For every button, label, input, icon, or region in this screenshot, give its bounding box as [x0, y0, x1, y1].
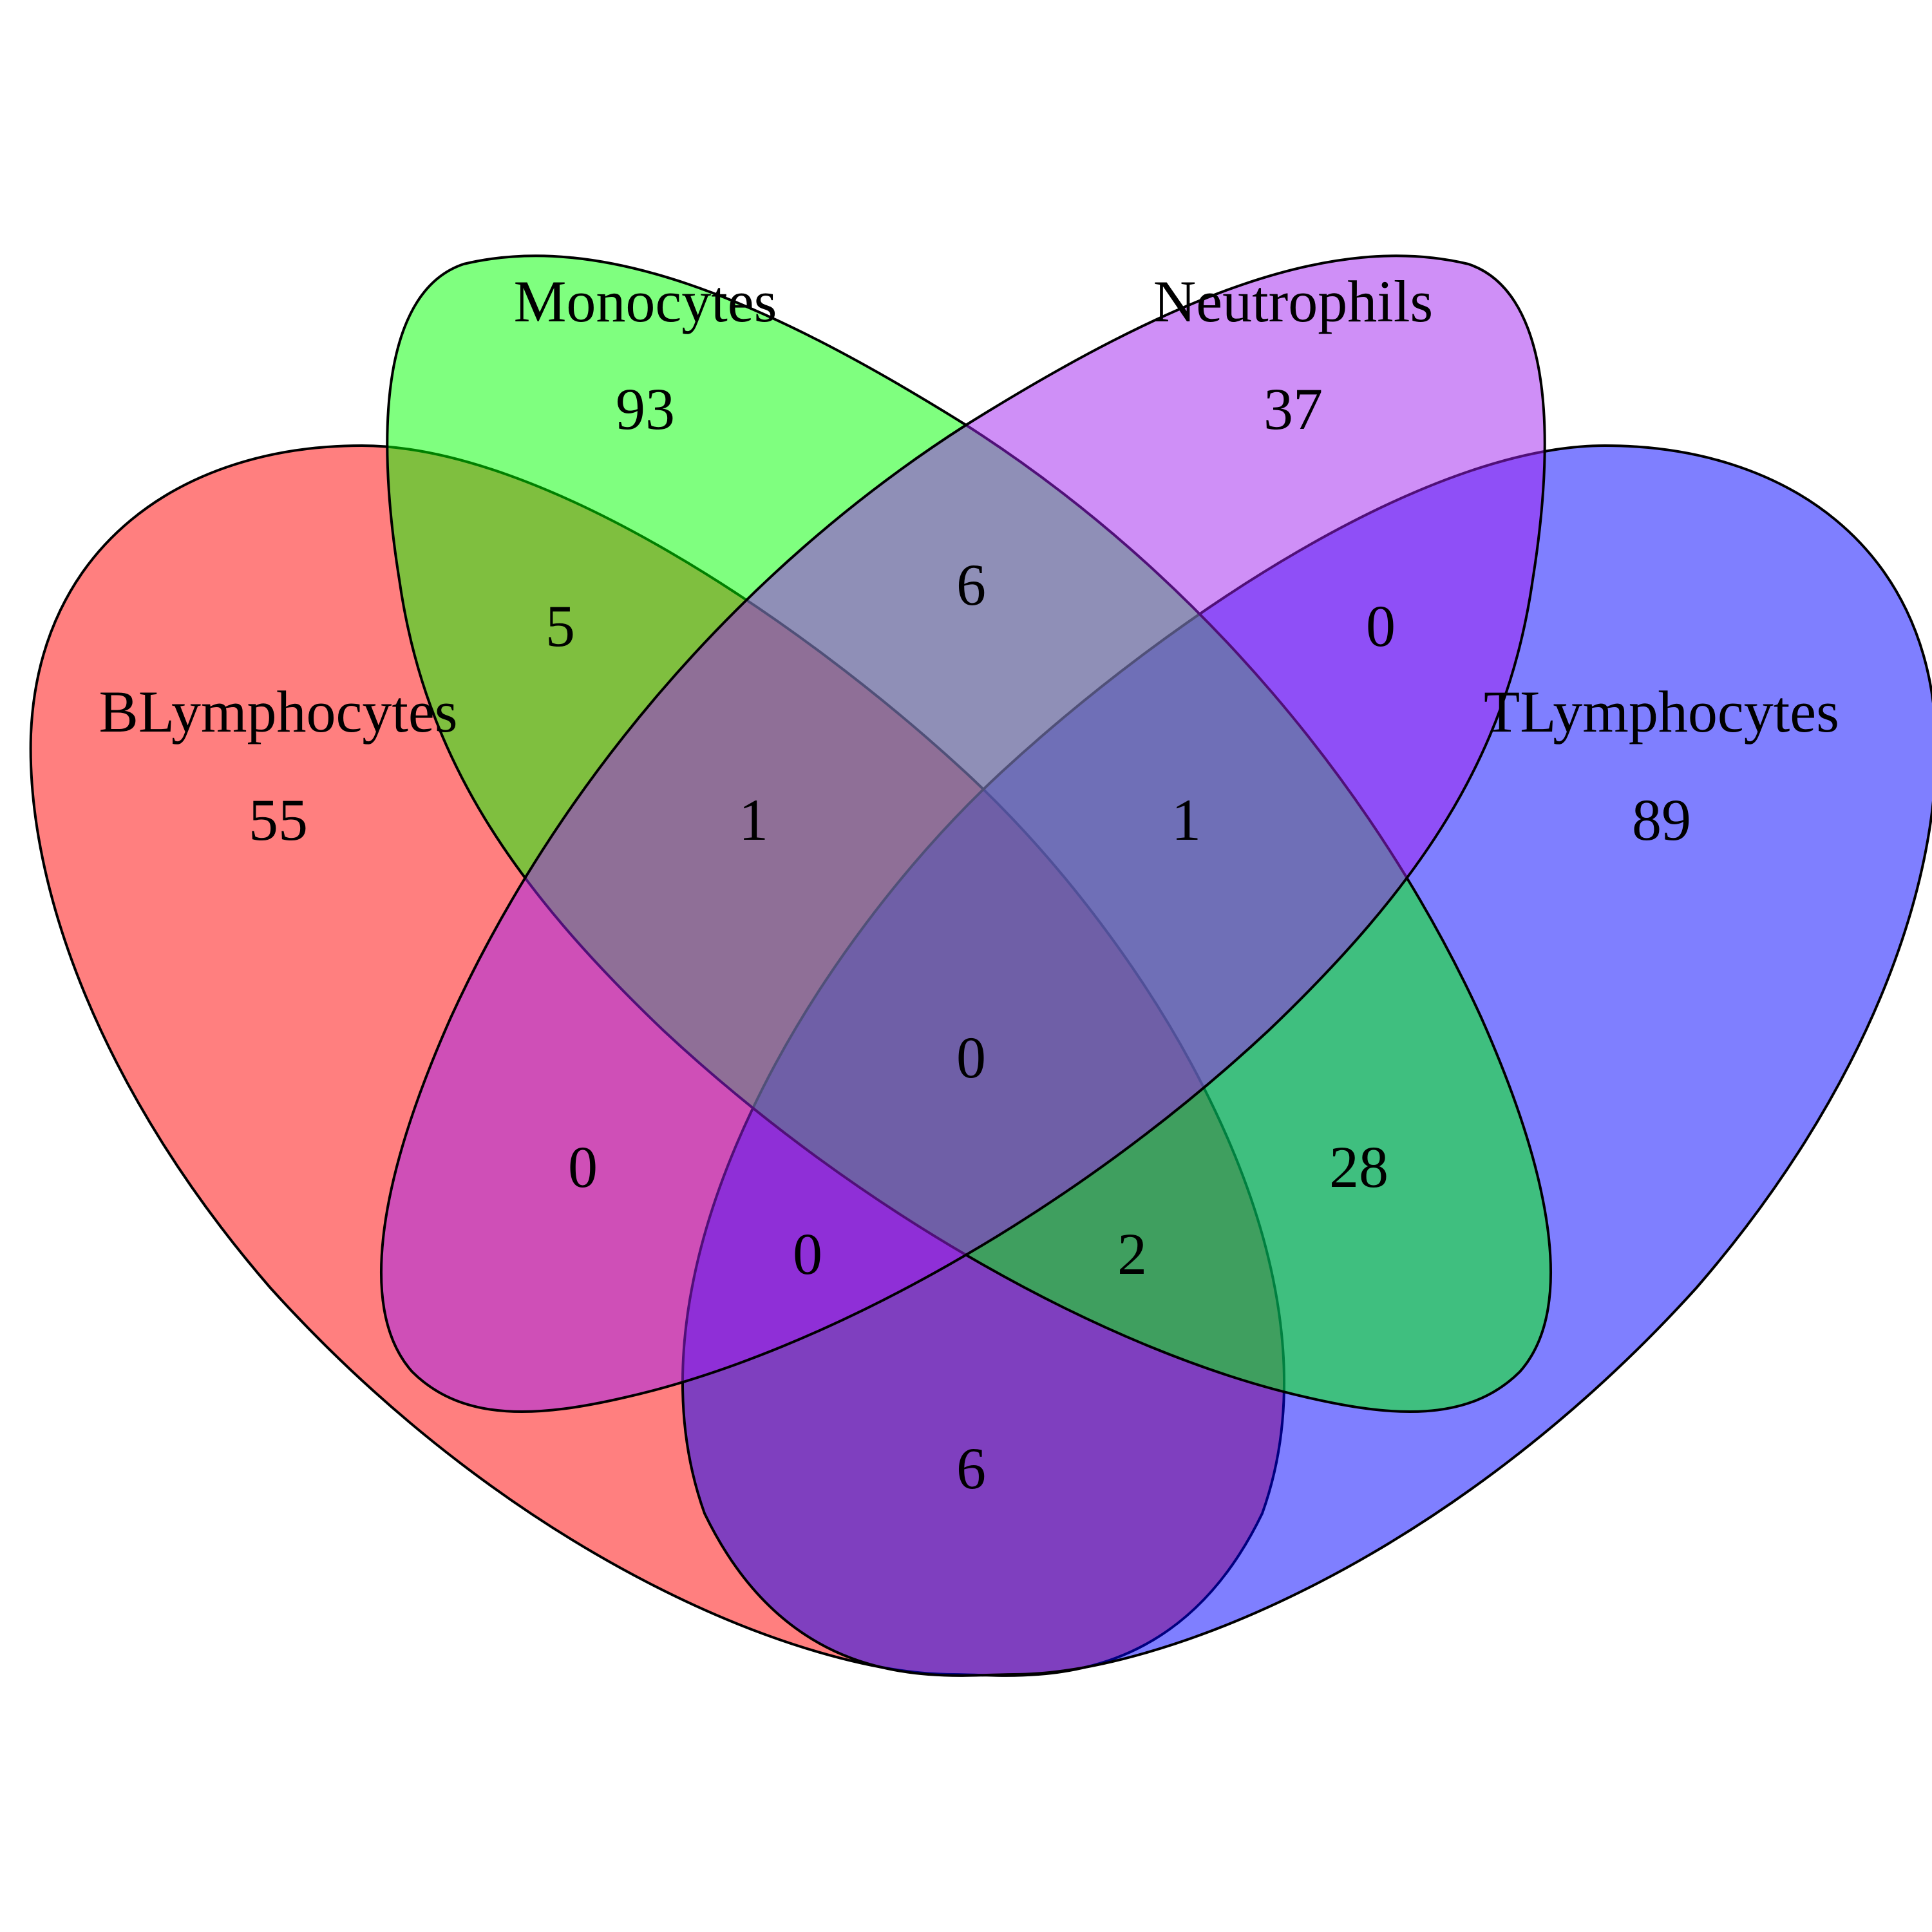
count-b-n-t: 0: [793, 1221, 822, 1287]
count-m-only: 93: [616, 376, 675, 442]
label-monocytes: Monocytes: [514, 269, 777, 334]
count-t-only: 89: [1632, 787, 1691, 853]
label-tlymphocytes: TLymphocytes: [1484, 679, 1839, 744]
count-b-m-n-t: 0: [956, 1025, 986, 1090]
count-b-m-t: 2: [1117, 1221, 1147, 1287]
region-counts: 55 93 37 89 5 6 0 1 1 0 0 28 0 2 6: [249, 376, 1691, 1501]
count-b-n: 0: [568, 1134, 598, 1200]
count-m-n: 6: [956, 552, 986, 618]
set-labels: BLymphocytes Monocytes Neutrophils TLymp…: [99, 269, 1839, 744]
count-n-only: 37: [1264, 376, 1323, 442]
count-b-t: 6: [956, 1435, 986, 1501]
count-n-t: 0: [1366, 593, 1396, 659]
label-blymphocytes: BLymphocytes: [99, 679, 457, 744]
label-neutrophils: Neutrophils: [1153, 269, 1433, 334]
count-m-t: 28: [1329, 1134, 1388, 1200]
count-b-m: 5: [545, 593, 575, 659]
count-b-only: 55: [249, 787, 308, 853]
set-neutrophils-ellipse: [380, 254, 1546, 1413]
count-b-m-n: 1: [739, 787, 768, 853]
count-m-n-t: 1: [1171, 787, 1201, 853]
set-shapes: [29, 254, 1932, 1677]
